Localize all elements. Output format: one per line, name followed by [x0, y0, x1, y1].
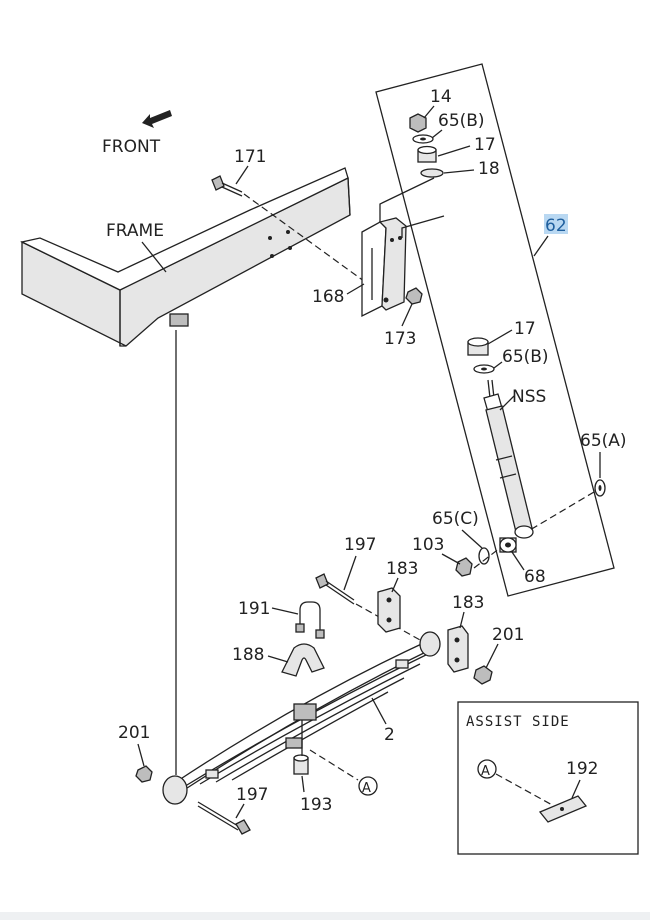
callout-a-label: A [362, 781, 371, 796]
upper-stack-leader [379, 177, 435, 222]
part-label-65b-top: 65(B) [438, 111, 485, 131]
washer-65b-top [412, 134, 434, 144]
bolt-171-axis [243, 193, 391, 301]
nut-173 [405, 287, 423, 305]
part-label-188: 188 [232, 645, 264, 665]
part-label-197-top: 197 [344, 535, 376, 555]
footer-bar [0, 912, 650, 920]
shackle-plate-183-right [447, 625, 469, 673]
plate-192 [538, 795, 588, 823]
frame-leader [141, 241, 167, 273]
bolt-197-top [315, 573, 355, 605]
callout-a-inset [477, 759, 497, 779]
part-label-201-left: 201 [118, 723, 150, 743]
part-label-171: 171 [234, 147, 266, 167]
shackle-plate-183-left [377, 587, 401, 633]
shock-assembly-boundary [375, 63, 615, 597]
frame-rail [20, 167, 351, 347]
nut-103 [455, 557, 473, 577]
part-label-65b-mid: 65(B) [502, 347, 549, 367]
part-label-2: 2 [384, 725, 395, 745]
callout-a-inset-label: A [481, 764, 490, 779]
nut-201-left [135, 765, 153, 783]
leaf-spring-2 [162, 631, 441, 805]
part-label-62: 62 [545, 216, 567, 236]
part-label-65a: 65(A) [580, 431, 627, 451]
part-label-nss: NSS [512, 387, 546, 407]
bushing-17-mid [467, 337, 489, 356]
bushing-17-top [417, 145, 437, 163]
part-label-65c: 65(C) [432, 509, 479, 529]
part-label-103: 103 [412, 535, 444, 555]
front-arrow-icon [142, 110, 172, 128]
part-label-14: 14 [430, 87, 452, 107]
bracket-168 [361, 217, 407, 318]
front-label: FRONT [102, 137, 161, 157]
part-label-168: 168 [312, 287, 344, 307]
retainer-18 [420, 168, 444, 178]
part-label-18: 18 [478, 159, 500, 179]
part-62-highlight [544, 214, 568, 234]
lower-mount-axis [529, 491, 595, 531]
part-label-201-right: 201 [492, 625, 524, 645]
callout-a [358, 776, 378, 796]
part-label-183-right: 183 [452, 593, 484, 613]
assist-side-inset [457, 701, 639, 855]
part-label-197-bottom: 197 [236, 785, 268, 805]
washer-65b-mid [473, 364, 495, 374]
upper-stem-leader [401, 215, 445, 238]
part-label-193: 193 [300, 795, 332, 815]
part-label-17-mid: 17 [514, 319, 536, 339]
nut-14 [409, 113, 427, 133]
washer-65a [594, 479, 606, 497]
u-bolt-191 [295, 601, 325, 639]
washer-65c [478, 547, 490, 565]
bolt-197-bottom [197, 801, 251, 835]
part-label-173: 173 [384, 329, 416, 349]
frame-label: FRAME [106, 221, 164, 241]
bolt-171 [211, 175, 243, 197]
part-label-191: 191 [238, 599, 270, 619]
part-label-68: 68 [524, 567, 546, 587]
part-label-17-top: 17 [474, 135, 496, 155]
part-label-183-left: 183 [386, 559, 418, 579]
nut-201-right [473, 665, 493, 685]
bushing-68 [499, 537, 517, 553]
assist-side-title: ASSIST SIDE [466, 714, 570, 730]
part-label-192: 192 [566, 759, 598, 779]
spacer-188 [281, 643, 325, 677]
bumper-193 [293, 754, 309, 775]
